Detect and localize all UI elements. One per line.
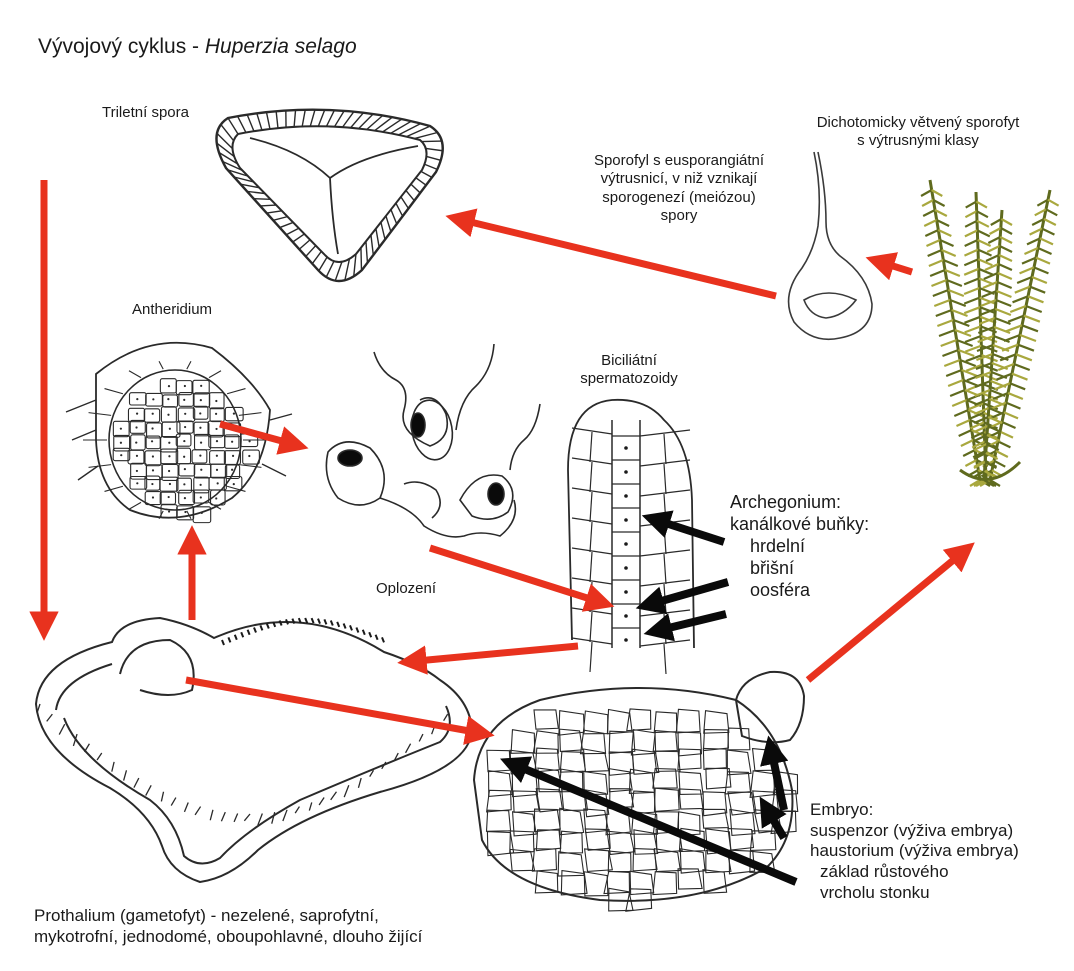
- trilete-spore-drawing: [216, 110, 442, 281]
- label-archegonium: Archegonium: kanálkové buňky: hrdelní bř…: [730, 492, 869, 602]
- arrow-fertilization-to-archegonium: [430, 548, 606, 604]
- arrow-sporophyll-to-spore: [454, 218, 776, 296]
- label-fertilization: Oplození: [376, 580, 436, 598]
- label-trilete-spore: Triletní spora: [102, 104, 189, 122]
- label-embryo: Embryo: suspenzor (výživa embrya) hausto…: [810, 800, 1019, 904]
- arrow-prothallium-to-embryo: [186, 680, 486, 734]
- arrow-archegonium-to-prothallium: [406, 646, 578, 662]
- arrow-sporophyte-to-sporophyll: [874, 260, 912, 272]
- label-antheridium: Antheridium: [132, 301, 212, 319]
- red-arrows: [44, 180, 968, 734]
- arrow-to-ventral-cell: [644, 582, 728, 606]
- fertilization-drawing: [326, 344, 540, 537]
- prothallium-drawing: [36, 618, 472, 882]
- sporophyll-drawing: [789, 152, 872, 339]
- arrow-to-neck-cells: [650, 518, 724, 542]
- label-spermatozoids: Biciliátní spermatozoidy: [560, 352, 698, 389]
- moss-sporophyte-drawing: [921, 180, 1059, 486]
- label-prothallium: Prothalium (gametofyt) - nezelené, sapro…: [34, 906, 422, 947]
- arrow-to-oosphere: [652, 614, 726, 632]
- archegonium-drawing: [568, 400, 694, 674]
- label-sporophyte: Dichotomicky větvený sporofyt s výtrusný…: [798, 114, 1038, 151]
- arrow-to-growth-apex: [508, 762, 796, 882]
- label-sporophyll: Sporofyl s eusporangiátní výtrusnicí, v …: [566, 152, 792, 225]
- embryo-drawing: [474, 672, 804, 911]
- diagram-title: Vývojový cyklus - Huperzia selago: [38, 34, 357, 60]
